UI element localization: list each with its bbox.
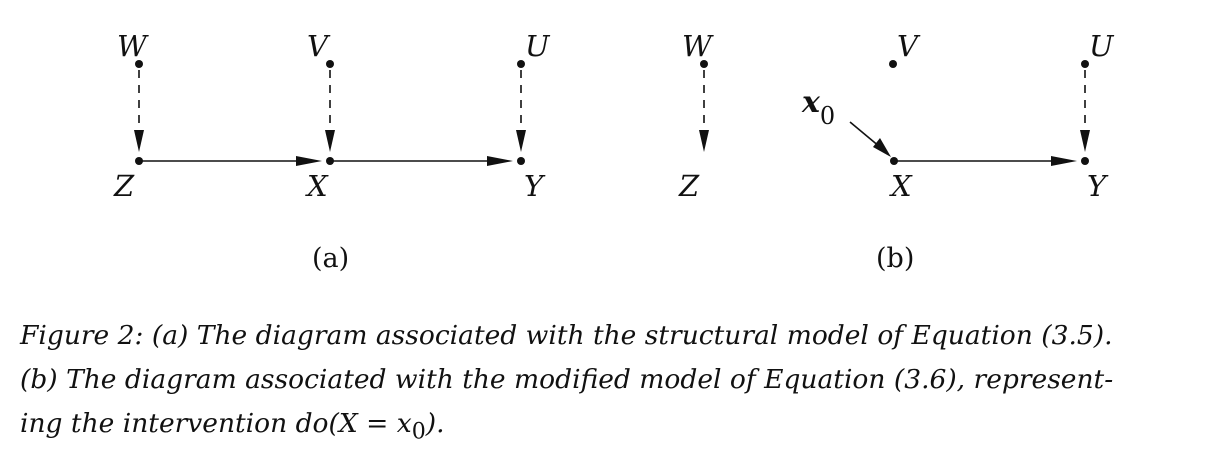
node-x-b <box>890 157 898 165</box>
label-u-b: U <box>1089 29 1115 63</box>
arrowhead-x-y <box>487 156 513 166</box>
arrowhead-v-x <box>325 130 335 152</box>
node-y <box>517 157 525 165</box>
panel-b-label: (b) <box>876 243 914 274</box>
edge-x0-x <box>849 121 881 148</box>
intervention-label: x0 <box>801 85 835 130</box>
caption-line-3: ing the intervention do(X = x0). <box>20 402 1220 454</box>
causal-diagram-figure: W V U Z X Y (a) W V U Z X Y x0 (b) <box>113 29 1115 274</box>
panel-a-label: (a) <box>312 243 349 274</box>
label-x-b: X <box>889 169 913 203</box>
label-z-b: Z <box>678 169 700 203</box>
node-u-b <box>1081 60 1089 68</box>
label-v-b: V <box>897 29 921 63</box>
caption-line-2: (b) The diagram associated with the modi… <box>20 364 1114 395</box>
node-v-b <box>889 60 897 68</box>
arrowhead-w-z <box>134 130 144 152</box>
arrowhead-z-x <box>296 156 322 166</box>
arrowhead-u-y-b <box>1080 130 1090 152</box>
label-w-b: W <box>682 29 714 63</box>
node-v <box>326 60 334 68</box>
caption-figure-label: Figure 2: <box>20 320 144 351</box>
node-w <box>135 60 143 68</box>
node-x <box>326 157 334 165</box>
label-y-b: Y <box>1087 169 1109 203</box>
arrowhead-w-z-b <box>699 130 709 152</box>
caption-line-3-suffix: ). <box>425 408 445 439</box>
node-y-b <box>1081 157 1089 165</box>
label-x: X <box>305 169 329 203</box>
caption-formula: do(X = x <box>295 408 412 439</box>
panel-a: W V U Z X Y (a) <box>113 29 551 274</box>
label-z: Z <box>113 169 135 203</box>
caption-line-1-text: (a) The diagram associated with the stru… <box>151 320 1113 351</box>
caption-line-1: Figure 2: (a) The diagram associated wit… <box>20 314 1220 358</box>
panel-b: W V U Z X Y x0 (b) <box>678 29 1115 274</box>
node-u <box>517 60 525 68</box>
label-u: U <box>525 29 551 63</box>
label-v: V <box>307 29 331 63</box>
label-y: Y <box>524 169 546 203</box>
node-z <box>135 157 143 165</box>
arrowhead-u-y <box>516 130 526 152</box>
node-w-b <box>700 60 708 68</box>
caption-formula-subscript: 0 <box>411 419 426 445</box>
label-w: W <box>117 29 149 63</box>
arrowhead-x0-x <box>873 138 891 157</box>
arrowhead-x-y-b <box>1051 156 1077 166</box>
caption-line-3-prefix: ing the intervention <box>20 408 296 439</box>
figure-caption: Figure 2: (a) The diagram associated wit… <box>20 314 1220 454</box>
